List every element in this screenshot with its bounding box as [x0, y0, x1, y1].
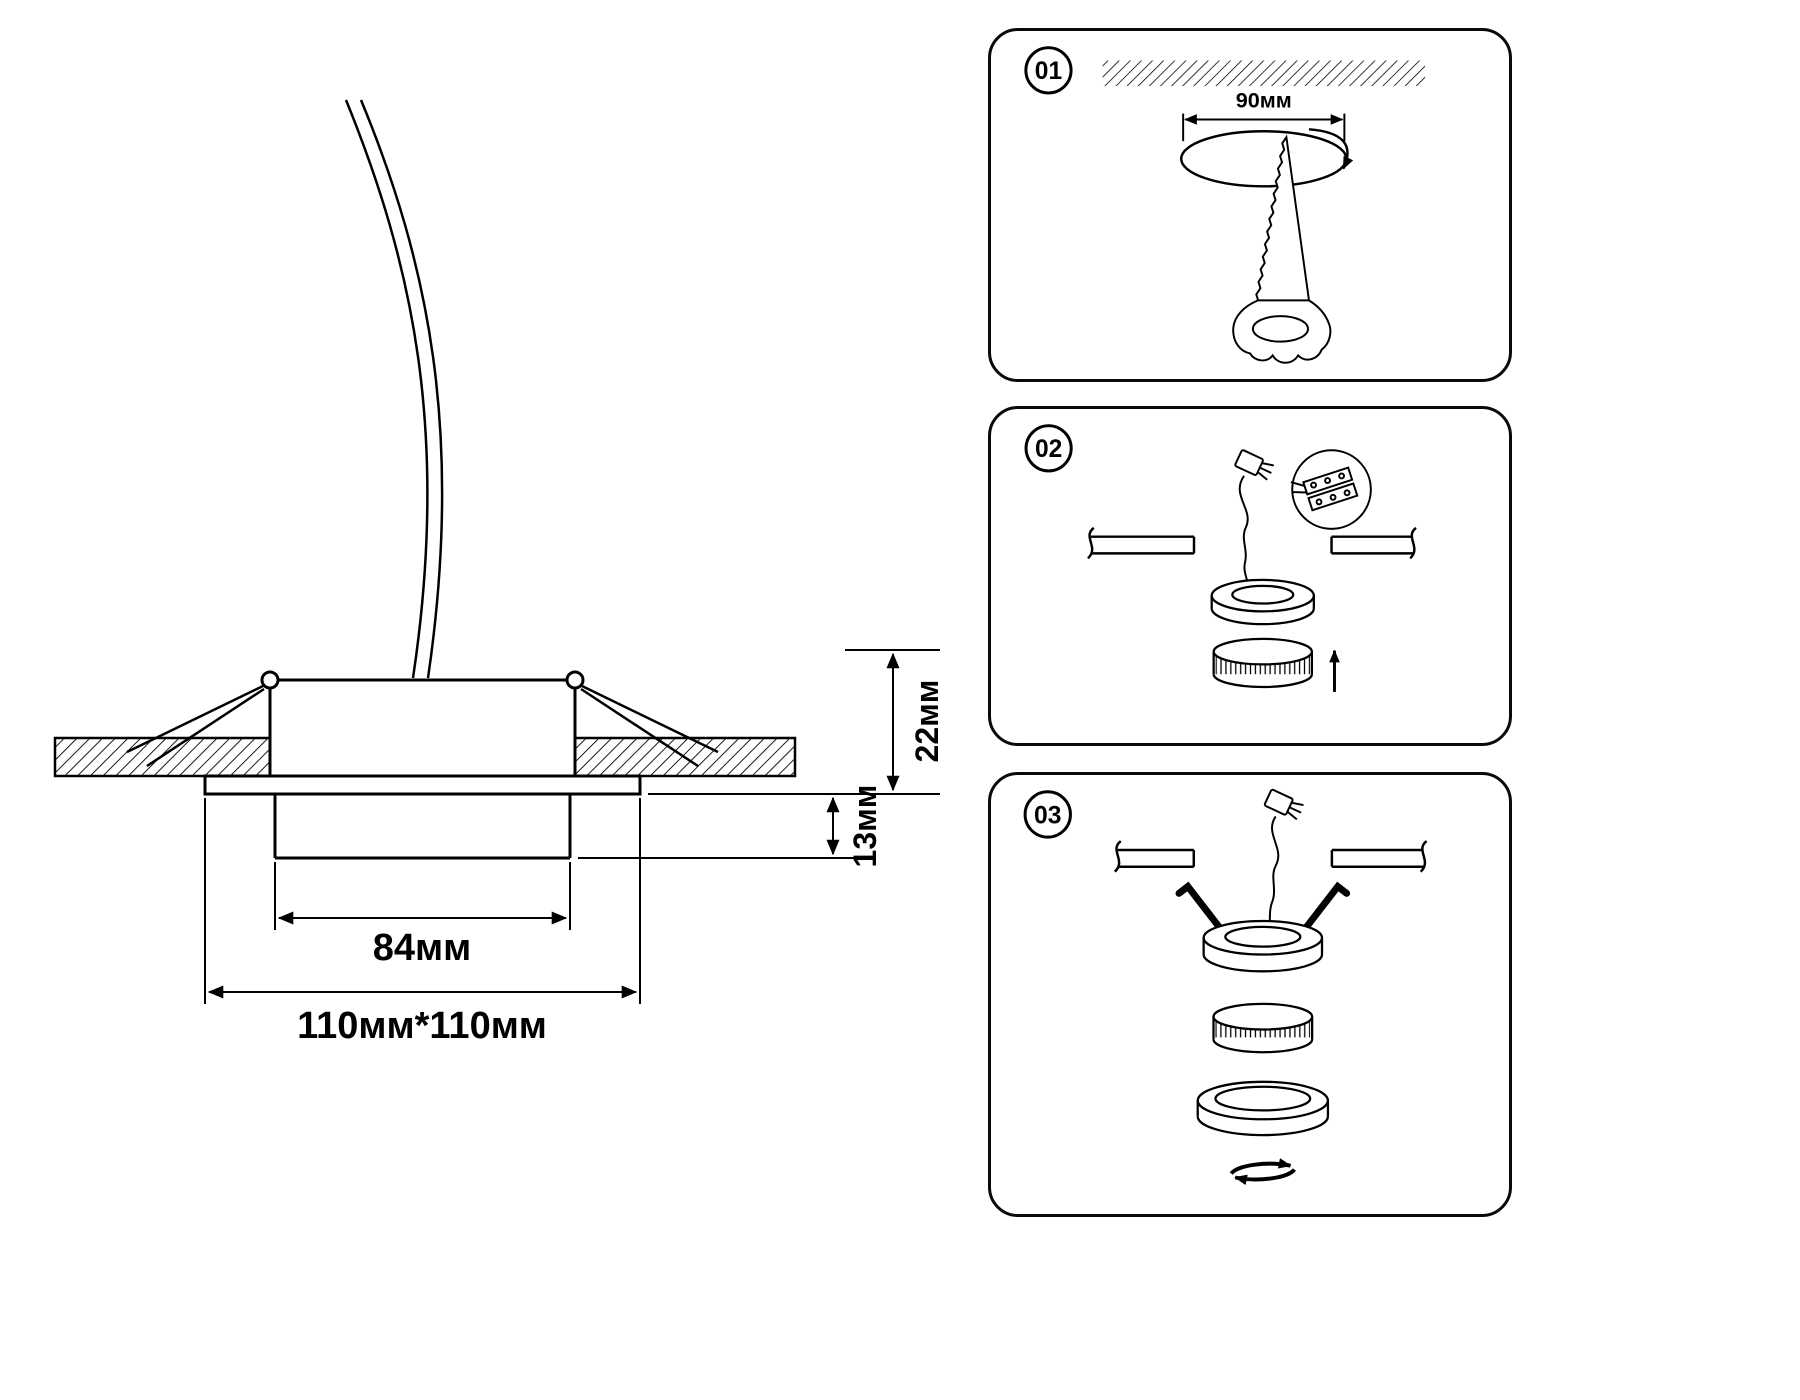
- trim-ring-icon: [203, 774, 642, 860]
- dim-label-inner-width: 84мм: [373, 927, 472, 969]
- step-panel-03: 03: [988, 772, 1512, 1217]
- step-panel-02: 02: [988, 406, 1512, 746]
- power-wire-icon: [1267, 815, 1280, 934]
- trim-ring-icon: [1196, 1080, 1330, 1137]
- ceiling-hatch-icon: [53, 736, 797, 778]
- cut-hole-icon: [1179, 130, 1348, 188]
- rotation-arrow-icon: [1308, 128, 1354, 170]
- terminal-detail-icon: [1290, 449, 1372, 530]
- wire-connector-icon: [1234, 449, 1274, 481]
- dim-label-recess-depth: 13мм: [847, 785, 883, 868]
- rotate-arrows-icon: [1229, 1158, 1296, 1186]
- fixture-housing-icon: [1202, 919, 1324, 973]
- dim-label-height-above: 22мм: [909, 680, 945, 763]
- lamp-icon: [1212, 1002, 1314, 1054]
- ceiling-cross-section-icon: [1113, 840, 1428, 873]
- clip-pivots: [260, 670, 585, 690]
- dim-label-outer-size: 110мм*110мм: [297, 1005, 547, 1047]
- power-wire-icon: [1238, 475, 1249, 585]
- wire-connector-icon: [1263, 788, 1304, 821]
- lamp-icon: [1212, 637, 1314, 689]
- hole-diameter-label: 90мм: [1236, 88, 1292, 113]
- power-wire-icon: [344, 99, 444, 679]
- dimension-drawing: 22мм 13мм 84мм 110мм*110мм: [53, 99, 945, 1047]
- step-number-badge: 03: [1023, 790, 1072, 839]
- spring-clip-icon: [1175, 881, 1351, 934]
- ceiling-cross-section-icon: [1086, 526, 1417, 560]
- step-number-badge: 01: [1024, 46, 1073, 95]
- step-number: 02: [1035, 436, 1062, 463]
- mounting-ring-icon: [1210, 578, 1315, 626]
- step-number-badge: 02: [1024, 424, 1073, 473]
- drywall-saw-icon: [1232, 134, 1332, 364]
- step-number: 03: [1034, 802, 1061, 829]
- step-number: 01: [1035, 58, 1062, 85]
- hole-diameter-dimension: [1182, 113, 1346, 142]
- step-panel-01: 01 90мм: [988, 28, 1512, 382]
- spring-clip-icon: [126, 684, 719, 768]
- dimension-lines: [204, 649, 940, 1004]
- fixture-housing: [268, 678, 577, 776]
- ceiling-hatch-icon: [1102, 60, 1425, 87]
